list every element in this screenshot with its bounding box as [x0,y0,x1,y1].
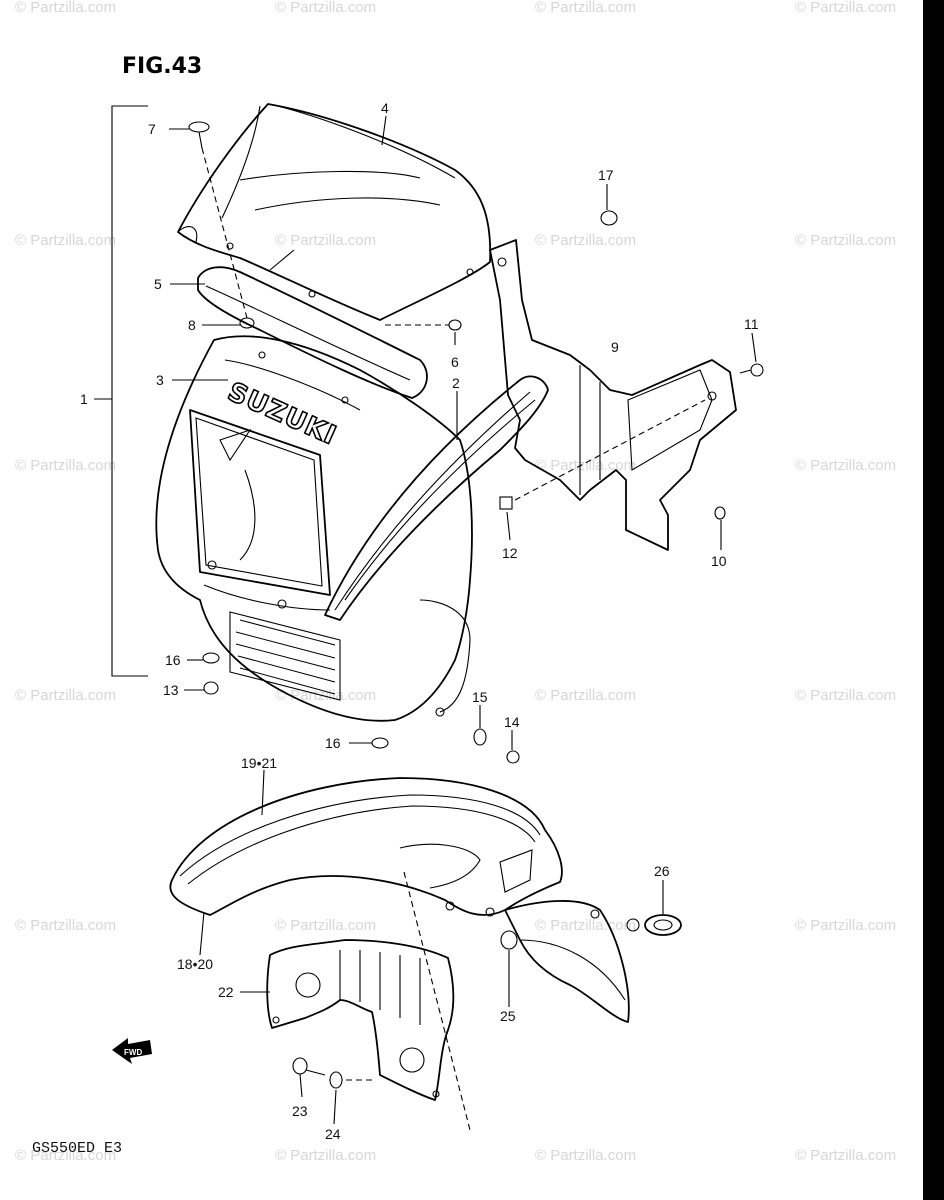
callout-16a: 16 [165,652,181,668]
watermark: © Partzilla.com [535,232,636,249]
watermark: © Partzilla.com [795,1147,896,1164]
fender-brace [266,939,455,1101]
callout-14: 14 [504,714,520,730]
watermark: © Partzilla.com [15,0,116,16]
brand-logo: SUZUKI [223,377,341,451]
watermark: © Partzilla.com [535,0,636,16]
windscreen [177,103,492,321]
watermark: © Partzilla.com [15,917,116,934]
watermark: © Partzilla.com [535,917,636,934]
callout-9: 9 [611,339,619,355]
callout-5: 5 [154,276,162,292]
callout-8: 8 [188,317,196,333]
watermark: © Partzilla.com [795,917,896,934]
callout-4: 4 [381,100,389,116]
leader-lines [169,115,757,1125]
watermark: © Partzilla.com [535,457,636,474]
callout-3: 3 [156,372,164,388]
watermark: © Partzilla.com [15,457,116,474]
watermark: © Partzilla.com [275,0,376,16]
front-fender [169,777,630,1023]
callout-11: 11 [744,316,759,332]
watermark: © Partzilla.com [795,232,896,249]
mount-bracket [489,239,737,551]
watermark: © Partzilla.com [15,232,116,249]
watermark: © Partzilla.com [795,0,896,16]
watermark: © Partzilla.com [795,687,896,704]
watermark: © Partzilla.com [15,1147,116,1164]
front-arrow-icon: FWD [112,1038,152,1064]
callout-6a: 6 [451,354,459,370]
side-trim [324,375,549,621]
callout-15: 15 [472,689,488,705]
watermark: © Partzilla.com [275,917,376,934]
page-edge [923,0,944,1200]
visor-bracket [197,249,428,399]
callout-24: 24 [325,1126,341,1142]
watermark: © Partzilla.com [275,232,376,249]
callout-26: 26 [654,863,670,879]
callout-16b: 16 [325,735,341,751]
model-code: GS550ED E3 [32,1140,122,1157]
callout-25: 25 [500,1008,516,1024]
callout-23: 23 [292,1103,308,1119]
callout-1: 1 [80,391,88,407]
hardware [188,121,764,1089]
assembly-lines [201,147,706,1131]
callout-19-21: 19•21 [241,755,277,771]
watermark: © Partzilla.com [795,457,896,474]
callout-18-20: 18•20 [177,956,213,972]
watermark: © Partzilla.com [275,1147,376,1164]
figure-title: FIG.43 [122,54,202,79]
callout-10: 10 [711,553,727,569]
callout-7: 7 [148,121,156,137]
callout-17: 17 [598,167,614,183]
watermark-layer: © Partzilla.com © Partzilla.com © Partzi… [15,0,896,1164]
watermark: © Partzilla.com [535,1147,636,1164]
assembly-bracket [111,105,148,677]
callout-22: 22 [218,984,234,1000]
watermark: © Partzilla.com [535,687,636,704]
callouts: 1 2 3 4 5 6 7 8 9 10 11 12 13 14 15 16 1… [80,100,759,1142]
callout-12: 12 [502,545,518,561]
callout-2: 2 [452,375,460,391]
watermark: © Partzilla.com [15,687,116,704]
fairing: SUZUKI [155,335,473,722]
front-arrow-label: FWD [124,1048,142,1057]
callout-13: 13 [163,682,179,698]
